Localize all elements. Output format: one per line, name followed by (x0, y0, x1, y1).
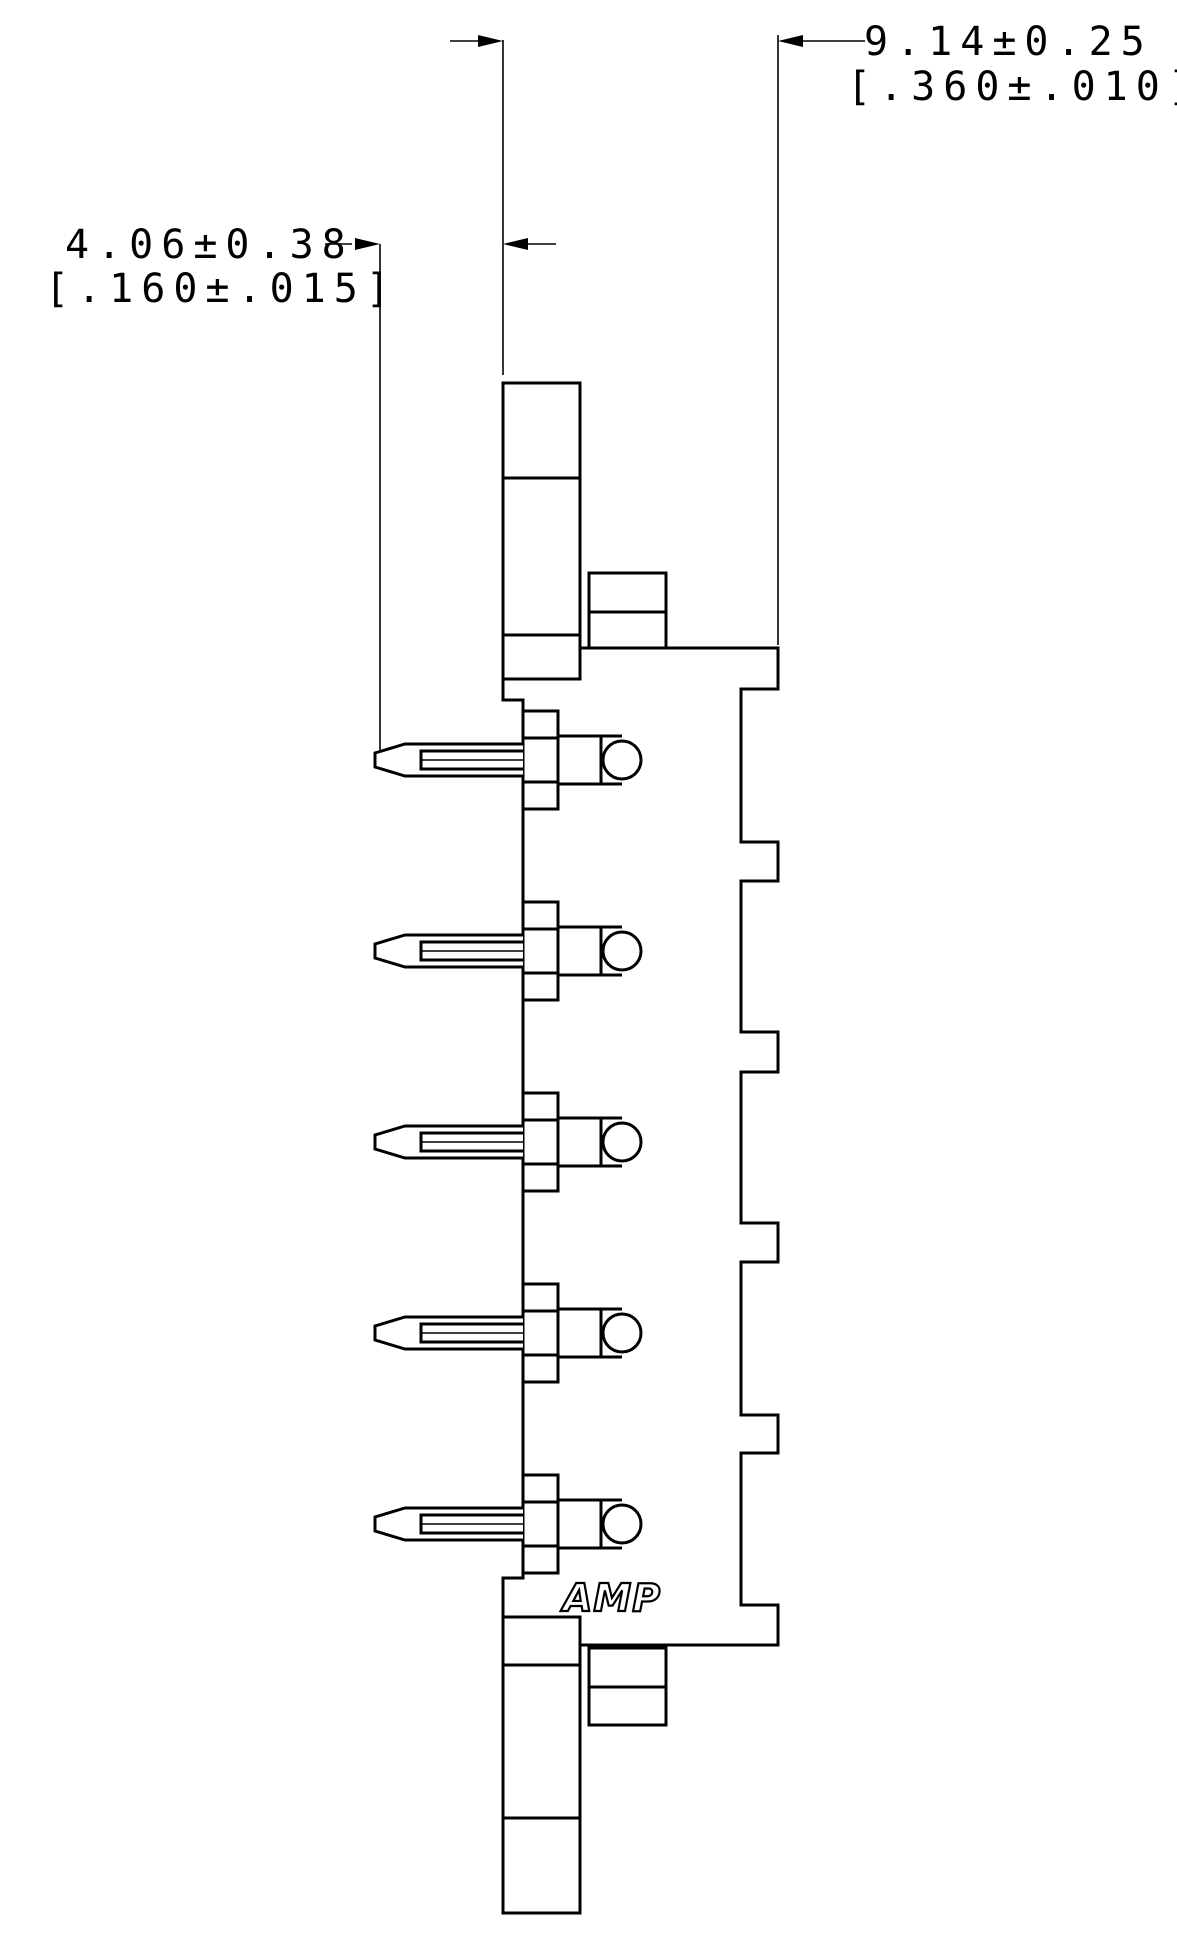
arrowhead-right-icon (355, 238, 380, 250)
dim-top-metric: 9.14±0.25 (864, 19, 1153, 65)
dim-top-imperial: [.360±.010] (847, 64, 1177, 110)
pin-assembly (373, 709, 643, 811)
pin-collar (521, 900, 560, 1002)
pin-shoulder (556, 734, 603, 786)
pin-assembly (373, 1282, 643, 1384)
pin-collar (521, 709, 560, 811)
pin-shoulder (556, 1498, 603, 1550)
dimension-top-width: 9.14±0.25 [.360±.010] (450, 19, 1177, 645)
pin-round-end (601, 1121, 643, 1163)
arrowhead-right-icon (478, 35, 503, 47)
bottom-mounting-ear (501, 1615, 668, 1915)
dim-pin-metric: 4.06±0.38 (65, 222, 354, 268)
dimension-pin-extension: 4.06±0.38 [.160±.015] (45, 222, 556, 752)
pin-assembly (373, 1473, 643, 1575)
housing-body-outline (580, 646, 780, 1647)
pin-assembly (373, 1091, 643, 1193)
top-mounting-ear (501, 381, 668, 681)
pin-collar (521, 1473, 560, 1575)
amp-logo: AMP (560, 1576, 661, 1620)
arrowhead-left-icon (778, 35, 803, 47)
pin-round-end (601, 1312, 643, 1354)
pin-shoulder (556, 1116, 603, 1168)
dim-pin-imperial: [.160±.015] (45, 266, 398, 312)
pin-round-end (601, 739, 643, 781)
pins-group (373, 709, 643, 1575)
pin-round-end (601, 930, 643, 972)
pin-round-end (601, 1503, 643, 1545)
pin-assembly (373, 900, 643, 1002)
pin-collar (521, 1282, 560, 1384)
pin-collar (521, 1091, 560, 1193)
arrowhead-left-icon (503, 238, 528, 250)
pin-shoulder (556, 1307, 603, 1359)
pin-shoulder (556, 925, 603, 977)
